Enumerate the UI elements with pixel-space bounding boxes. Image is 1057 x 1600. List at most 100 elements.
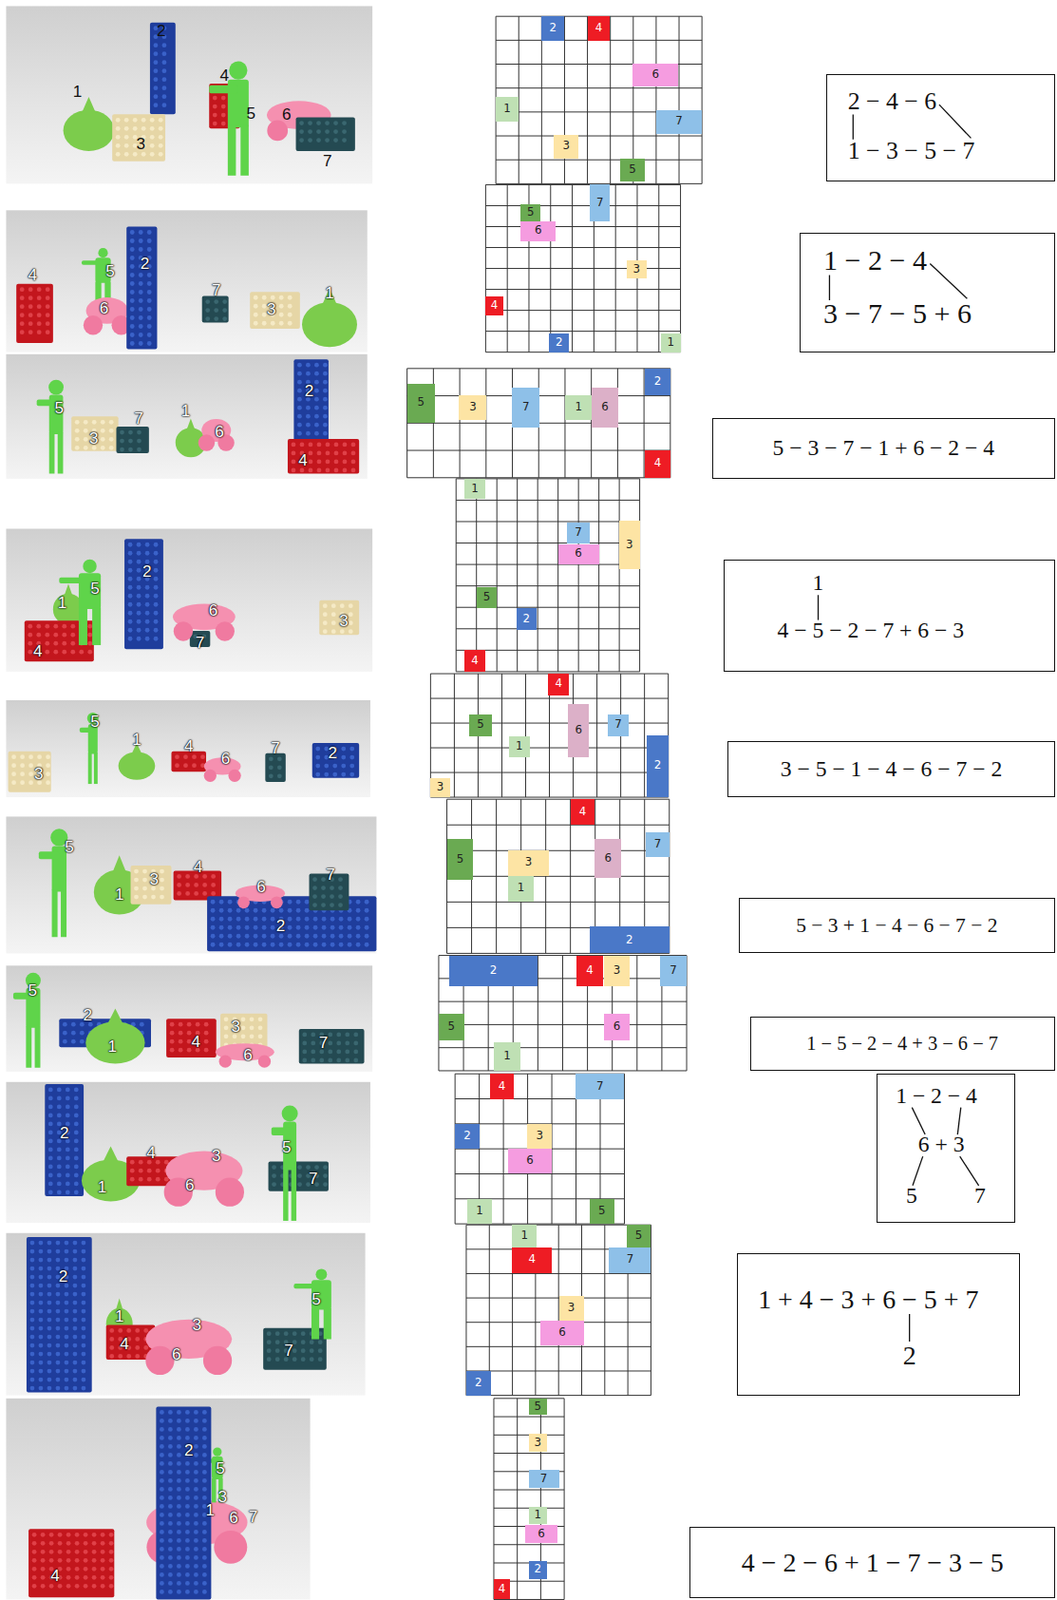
soldier-figure: [78, 606, 88, 645]
cell-number: 2: [549, 22, 558, 35]
lego-stud: [74, 1087, 79, 1093]
lego-brick: [112, 113, 166, 161]
lego-stud: [158, 126, 164, 132]
lego-stud: [45, 329, 51, 335]
lego-stud: [176, 1511, 182, 1517]
grid-cell: 6: [508, 1148, 552, 1174]
lego-stud: [176, 882, 182, 888]
lego-stud: [202, 1460, 208, 1466]
cell-number: 2: [555, 337, 564, 349]
lego-stud: [136, 438, 142, 444]
grid-cell: 1: [509, 736, 529, 758]
lego-stud: [153, 542, 159, 548]
cell-number: 6: [651, 69, 660, 81]
lego-stud: [147, 315, 152, 321]
lego-stud: [19, 303, 25, 309]
lego-stud: [193, 1469, 199, 1474]
lego-stud: [159, 1443, 165, 1449]
cell-number: 5: [635, 1229, 643, 1242]
lego-stud: [159, 1554, 165, 1560]
lego-stud: [262, 312, 267, 318]
lego-stud: [329, 893, 335, 899]
lego-stud: [185, 1546, 190, 1551]
lego-stud: [138, 315, 144, 321]
sequence-text: 5 − 3 − 7 − 1 + 6 − 2 − 4: [773, 434, 996, 461]
cell-number: 1: [471, 483, 479, 495]
lego-stud: [136, 627, 142, 633]
lego-stud: [342, 459, 348, 465]
lego-stud: [30, 1377, 36, 1382]
sequence-link: [908, 1313, 910, 1341]
lego-stud: [317, 459, 322, 465]
lego-stud: [304, 924, 310, 930]
photo: [5, 209, 367, 352]
lego-stud: [57, 1548, 63, 1554]
photo-background: [5, 5, 373, 184]
lego-stud: [153, 42, 159, 48]
lego-stud: [48, 1121, 54, 1127]
lego-stud: [253, 303, 259, 309]
lego-stud: [57, 1557, 63, 1563]
lego-brick: [268, 1161, 329, 1191]
lego-stud: [159, 1426, 165, 1432]
lego-stud: [83, 436, 89, 442]
lego-stud: [334, 459, 340, 465]
lego-stud: [136, 610, 142, 616]
lego-stud: [322, 1164, 328, 1170]
grid-cell: 7: [575, 1073, 625, 1099]
lego-stud: [330, 942, 336, 947]
lego-stud: [83, 1557, 89, 1563]
lego-stud: [339, 628, 345, 634]
lego-stud: [336, 1049, 341, 1055]
lego-stud: [200, 754, 206, 759]
lego-stud: [64, 1377, 70, 1382]
lego-stud: [56, 1308, 61, 1314]
lego-stud: [109, 1548, 114, 1554]
lego-stud: [130, 340, 135, 346]
lego-stud: [117, 1353, 123, 1359]
callout-number: 6: [171, 1345, 182, 1362]
lego-stud: [109, 1557, 114, 1563]
callout-number: 2: [156, 22, 167, 39]
lego-stud: [109, 1336, 114, 1341]
lego-stud: [168, 1409, 173, 1415]
lego-stud: [322, 405, 328, 411]
grid-cell: 7: [656, 110, 702, 134]
lego-stud: [56, 1189, 62, 1195]
lego-stud: [155, 1168, 161, 1173]
lego-stud: [138, 281, 144, 286]
lego-stud: [71, 1038, 76, 1044]
lego-stud: [236, 942, 242, 947]
lego-stud: [178, 1047, 184, 1053]
lego-stud: [227, 924, 233, 930]
lego-stud: [322, 371, 328, 377]
callout-number: 1: [73, 83, 83, 100]
lego-stud: [185, 890, 190, 896]
lego-stud: [159, 1528, 165, 1534]
lego-stud: [153, 94, 159, 99]
grid-cell: 4: [464, 649, 487, 672]
lego-stud: [187, 1021, 192, 1027]
photo: [5, 1232, 365, 1396]
lego-stud: [314, 422, 320, 428]
lego-brick: [16, 283, 54, 343]
lego-stud: [202, 890, 208, 896]
lego-stud: [356, 916, 361, 922]
lego-stud: [138, 1159, 144, 1165]
lego-stud: [11, 771, 17, 776]
lego-stud: [168, 1528, 173, 1534]
lego-stud: [210, 899, 216, 905]
soldier-figure: [208, 85, 239, 94]
callout-number: 4: [119, 1335, 130, 1352]
sequence-text: 6 + 3: [918, 1131, 965, 1157]
lego-stud: [28, 303, 34, 309]
lego-stud: [49, 1583, 55, 1588]
lego-stud: [185, 1469, 190, 1474]
green-figure: [101, 1145, 119, 1164]
lego-stud: [344, 1049, 350, 1055]
lego-stud: [168, 1580, 173, 1586]
lego-stud: [64, 1257, 70, 1263]
lego-stud: [333, 137, 339, 143]
grid-line: [516, 478, 518, 672]
lego-stud: [314, 431, 320, 436]
